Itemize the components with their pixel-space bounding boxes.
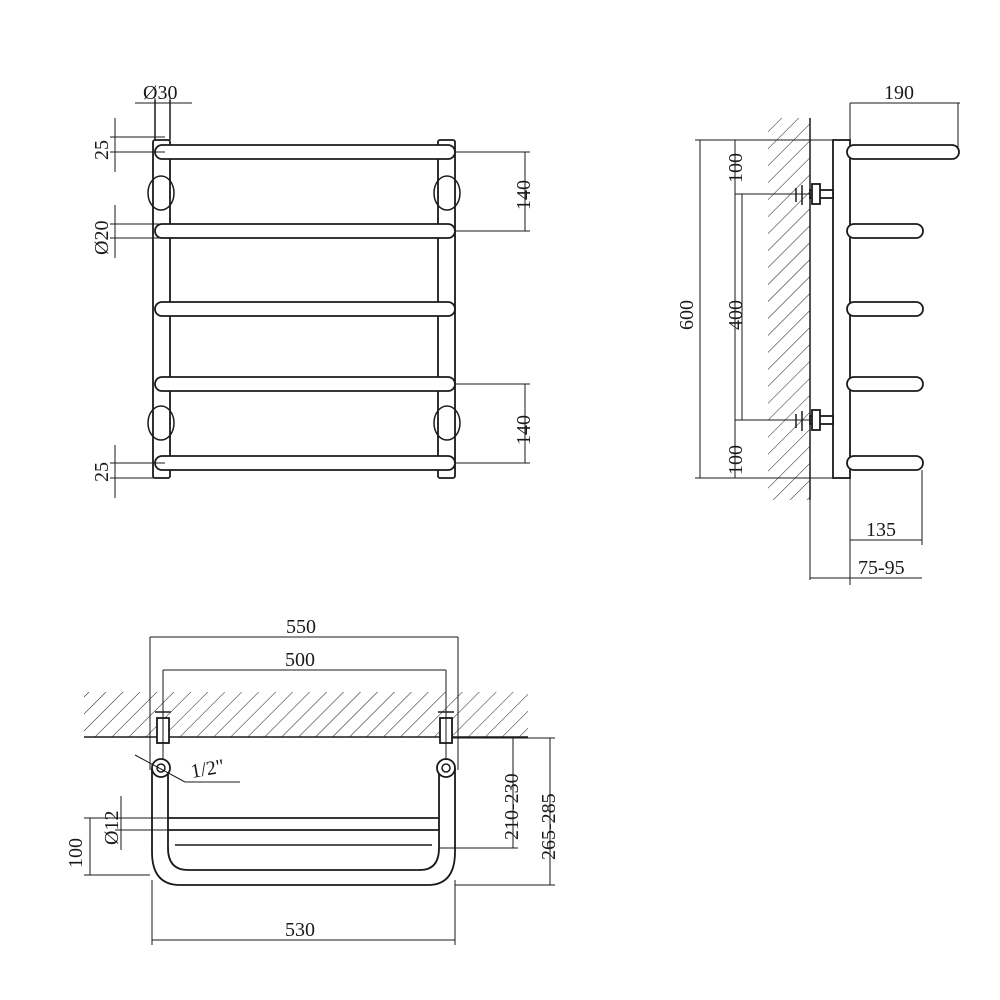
lower-spacing-label: 140 (513, 415, 535, 445)
dia-bar-label: Ø20 (91, 221, 113, 255)
side-rung-2 (846, 223, 924, 239)
side-rung-1 (846, 144, 960, 160)
width-axis-label: 500 (285, 649, 315, 671)
right-lower-fitting (433, 405, 461, 441)
bottom-offset-label: 25 (91, 462, 113, 482)
dia-shelf-label: Ø12 (101, 811, 123, 845)
width-top-label: 190 (884, 82, 914, 104)
height-total-label: 600 (676, 300, 698, 330)
upper-spacing-label: 140 (513, 180, 535, 210)
right-inlet (436, 758, 456, 778)
rung-3 (154, 301, 456, 317)
rung-5 (154, 455, 456, 471)
u-frame-outer (151, 768, 456, 886)
left-upper-fitting (147, 175, 175, 211)
wall-gap-label: 75-95 (858, 557, 905, 579)
wall-hatch (768, 118, 810, 500)
mount-top-label: 100 (725, 153, 747, 183)
mount-bottom-label: 100 (725, 445, 747, 475)
top-view: 550 500 530 1/2" Ø12 100 210-230 (65, 616, 560, 945)
depth-axis-label: 210-230 (501, 773, 523, 840)
side-rung-5 (846, 455, 924, 471)
front-view: Ø30 25 Ø20 25 140 140 (91, 82, 535, 498)
u-frame-inner (167, 768, 440, 871)
rung-1 (154, 144, 456, 160)
rung-2 (154, 223, 456, 239)
left-lower-fitting (147, 405, 175, 441)
side-view: 190 600 100 400 100 135 75-95 (676, 82, 960, 585)
dia-post-label: Ø30 (143, 82, 177, 104)
thread-label: 1/2" (189, 755, 226, 783)
side-rung-4 (846, 376, 924, 392)
width-bottom-label: 530 (285, 919, 315, 941)
rung-4 (154, 376, 456, 392)
depth-total-label: 265-285 (538, 793, 560, 860)
depth-bar-label: 135 (866, 519, 896, 541)
width-outer-label: 550 (286, 616, 316, 638)
top-wall-hatch (84, 692, 528, 737)
shelf-rung (168, 817, 439, 831)
mount-center-label: 400 (725, 300, 747, 330)
side-rung-3 (846, 301, 924, 317)
right-upper-fitting (433, 175, 461, 211)
shelf-height-label: 100 (65, 838, 87, 868)
top-offset-label: 25 (91, 140, 113, 160)
left-inlet (151, 758, 171, 778)
